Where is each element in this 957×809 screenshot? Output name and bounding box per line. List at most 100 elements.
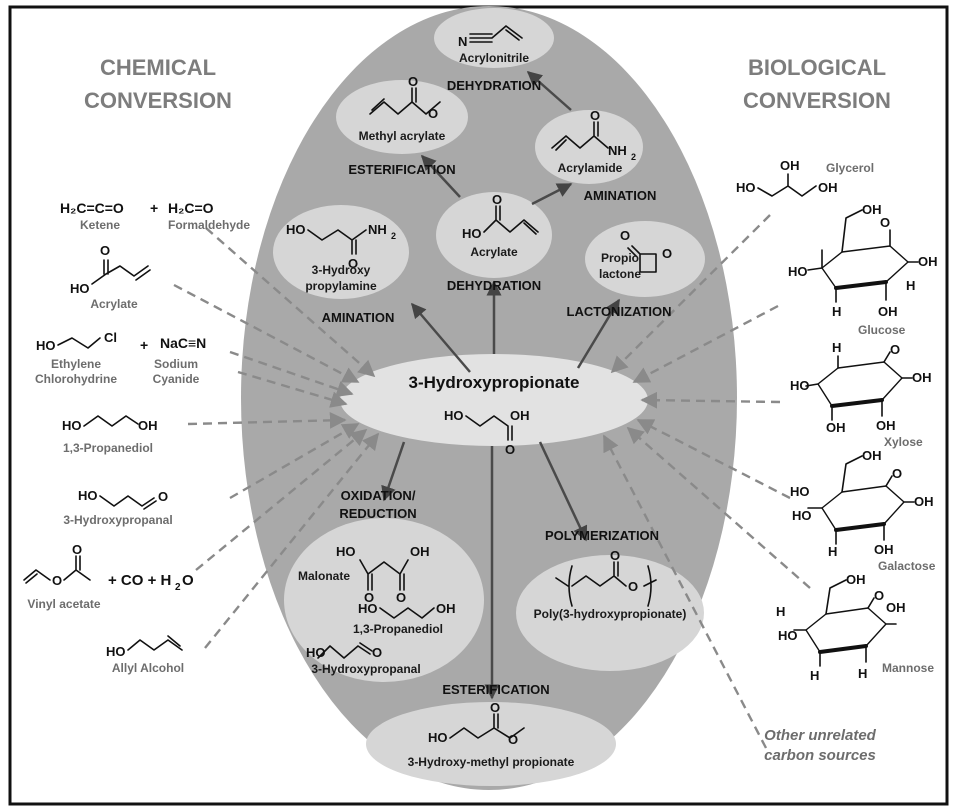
svg-text:O: O (428, 106, 438, 121)
svg-text:HO: HO (336, 544, 356, 559)
other-sources-label-1: Other unrelated (764, 727, 877, 744)
svg-text:HO: HO (790, 378, 810, 393)
cyanide-label-2: Cyanide (153, 372, 200, 386)
vinyl-acetate-label: Vinyl acetate (27, 597, 100, 611)
svg-text:HO: HO (778, 628, 798, 643)
vinyl-acetate-structure: O O + CO + H 2 O (23, 542, 194, 593)
allyl-alcohol-structure: HO (106, 635, 183, 659)
svg-text:H: H (832, 304, 841, 319)
svg-text:HO: HO (444, 408, 464, 423)
malonate-label: Malonate (298, 569, 350, 583)
svg-text:OH: OH (436, 601, 456, 616)
redox-propanediol-label: 1,3-Propanediol (353, 622, 443, 636)
acrylate-source-structure: O HO (70, 243, 151, 296)
svg-text:Cl: Cl (104, 330, 117, 345)
svg-text:HO: HO (70, 281, 90, 296)
galactose-label: Galactose (878, 559, 936, 573)
mannose-structure: OH O OH H HO H H (776, 572, 906, 683)
polymerization-label: POLYMERIZATION (545, 528, 659, 543)
svg-text:OH: OH (886, 600, 906, 615)
svg-text:HO: HO (78, 488, 98, 503)
svg-text:OH: OH (826, 420, 846, 435)
polymer-structure: O O (555, 548, 657, 607)
svg-text:HO: HO (788, 264, 808, 279)
acrylonitrile-bubble (434, 8, 554, 68)
chemical-arrows (173, 227, 380, 649)
methyl-acrylate-structure: O O (369, 74, 441, 121)
svg-text:O: O (505, 442, 515, 457)
svg-text:H: H (858, 666, 867, 681)
acrylamide-structure: O NH 2 (551, 108, 636, 162)
formaldehyde-label: Formaldehyde (168, 218, 250, 232)
acrylate-center-label: Acrylate (470, 245, 518, 259)
xylose-label: Xylose (884, 435, 923, 449)
svg-text:2: 2 (631, 152, 636, 162)
svg-text:OH: OH (876, 418, 896, 433)
svg-text:O: O (662, 246, 672, 261)
svg-text:HO: HO (428, 730, 448, 745)
amination-left-label: AMINATION (322, 310, 395, 325)
biological-arrows (602, 214, 811, 749)
svg-text:+ CO + H: + CO + H (108, 572, 171, 589)
svg-text:O: O (348, 256, 358, 271)
hydroxypropanal-source-label: 3-Hydroxypropanal (63, 513, 172, 527)
amination-right-label: AMINATION (584, 188, 657, 203)
dehydration-top-label: DEHYDRATION (447, 78, 541, 93)
svg-text:HO: HO (36, 338, 56, 353)
svg-text:O: O (890, 342, 900, 357)
svg-text:OH: OH (862, 202, 882, 217)
center-bubble (340, 354, 648, 446)
svg-text:O: O (372, 645, 382, 660)
svg-text:HO: HO (790, 484, 810, 499)
svg-text:HO: HO (358, 601, 378, 616)
methyl-acrylate-label: Methyl acrylate (359, 129, 446, 143)
glycerol-structure: OH HO OH (736, 158, 838, 197)
glycerol-label: Glycerol (826, 161, 874, 175)
svg-text:H: H (810, 668, 819, 683)
svg-text:OH: OH (138, 418, 158, 433)
svg-text:HO: HO (736, 180, 756, 195)
propanediol-source-structure: HO OH (62, 415, 158, 433)
svg-text:O: O (158, 489, 168, 504)
svg-text:OH: OH (914, 494, 934, 509)
esterification-top-label: ESTERIFICATION (348, 162, 455, 177)
allyl-alcohol-label: Allyl Alcohol (112, 661, 184, 675)
oxidation-label-1: OXIDATION/ (341, 488, 416, 503)
polymer-bubble (516, 555, 704, 671)
methyl-propionate-label: 3-Hydroxy-methyl propionate (408, 755, 575, 769)
esterification-bottom-label: ESTERIFICATION (442, 682, 549, 697)
acrylonitrile-structure: N (458, 25, 523, 49)
svg-text:HO: HO (286, 222, 306, 237)
svg-text:O: O (490, 700, 500, 715)
svg-text:O: O (590, 108, 600, 123)
svg-text:OH: OH (846, 572, 866, 587)
dehydration-mid-label: DEHYDRATION (447, 278, 541, 293)
svg-text:OH: OH (874, 542, 894, 557)
glucose-label: Glucose (858, 323, 906, 337)
acrylonitrile-label: Acrylonitrile (459, 51, 529, 65)
chemical-header-line2: CONVERSION (84, 88, 232, 113)
biological-header-line2: CONVERSION (743, 88, 891, 113)
center-title: 3-Hydroxypropionate (409, 373, 580, 392)
process-arrows (381, 71, 621, 700)
svg-text:HO: HO (106, 644, 126, 659)
redox-hydroxypropanal-label: 3-Hydroxypropanal (311, 662, 420, 676)
ketene-label: Ketene (80, 218, 120, 232)
lactonization-label: LACTONIZATION (567, 304, 672, 319)
svg-text:NH: NH (368, 222, 387, 237)
svg-text:H: H (776, 604, 785, 619)
svg-text:OH: OH (410, 544, 430, 559)
acrylamide-label: Acrylamide (558, 161, 623, 175)
hydroxypropylamine-bubble (273, 205, 409, 299)
propiolactone-structure: O O (620, 228, 672, 273)
formaldehyde-formula: H₂C=O (168, 200, 214, 216)
galactose-structure: OH O OH HO HO H OH (790, 448, 934, 559)
ketene-formula: H₂C=C=O (60, 200, 124, 216)
svg-text:NaC≡N: NaC≡N (160, 335, 206, 351)
chemical-header-line1: CHEMICAL (100, 55, 216, 80)
svg-text:H: H (906, 278, 915, 293)
chlorohydrine-label-1: Ethylene (51, 357, 101, 371)
redox-hydroxypropanal-structure: HO O (306, 642, 382, 660)
propiolactone-label-2: lactone (599, 267, 641, 281)
